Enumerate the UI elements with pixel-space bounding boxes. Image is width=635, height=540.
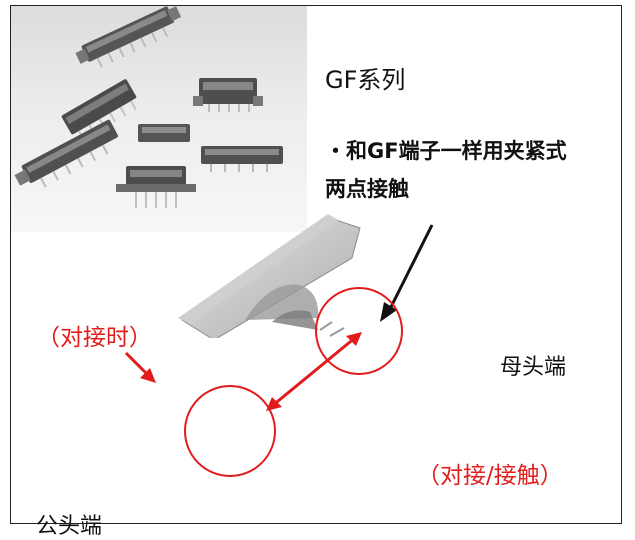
connector-shape [14,119,118,188]
female-end-label: 母头端 [500,355,567,380]
mating-arrowhead-top [346,332,362,346]
connector-shape [193,78,263,112]
female-contact-plate [175,214,361,352]
mating-double-arrow [271,335,357,408]
connector-shape [201,146,283,172]
feature-line-2: 两点接触 [325,177,409,201]
connector-shape [138,124,190,142]
feature-description: ・和GF端子一样用夹紧式 两点接触 [325,132,567,208]
contact-point-arrow [386,224,434,314]
mating-arrowhead-bottom [266,397,282,411]
feature-line-1: ・和GF端子一样用夹紧式 [325,139,567,163]
connector-photo-image [14,6,283,208]
mating-when-label: （对接时） [37,325,152,351]
male-contact-circle [184,385,276,477]
mating-contact-label: （对接/接触） [417,463,563,489]
male-end-label: 公头端 [36,514,103,539]
female-contact-circle [315,287,403,375]
product-photo [11,6,307,232]
connector-shape [75,6,182,68]
series-title: GF系列 [325,66,406,94]
contact-point-arrowhead [380,302,397,322]
mating-when-arrowhead [140,368,156,383]
connector-shape [116,166,196,208]
